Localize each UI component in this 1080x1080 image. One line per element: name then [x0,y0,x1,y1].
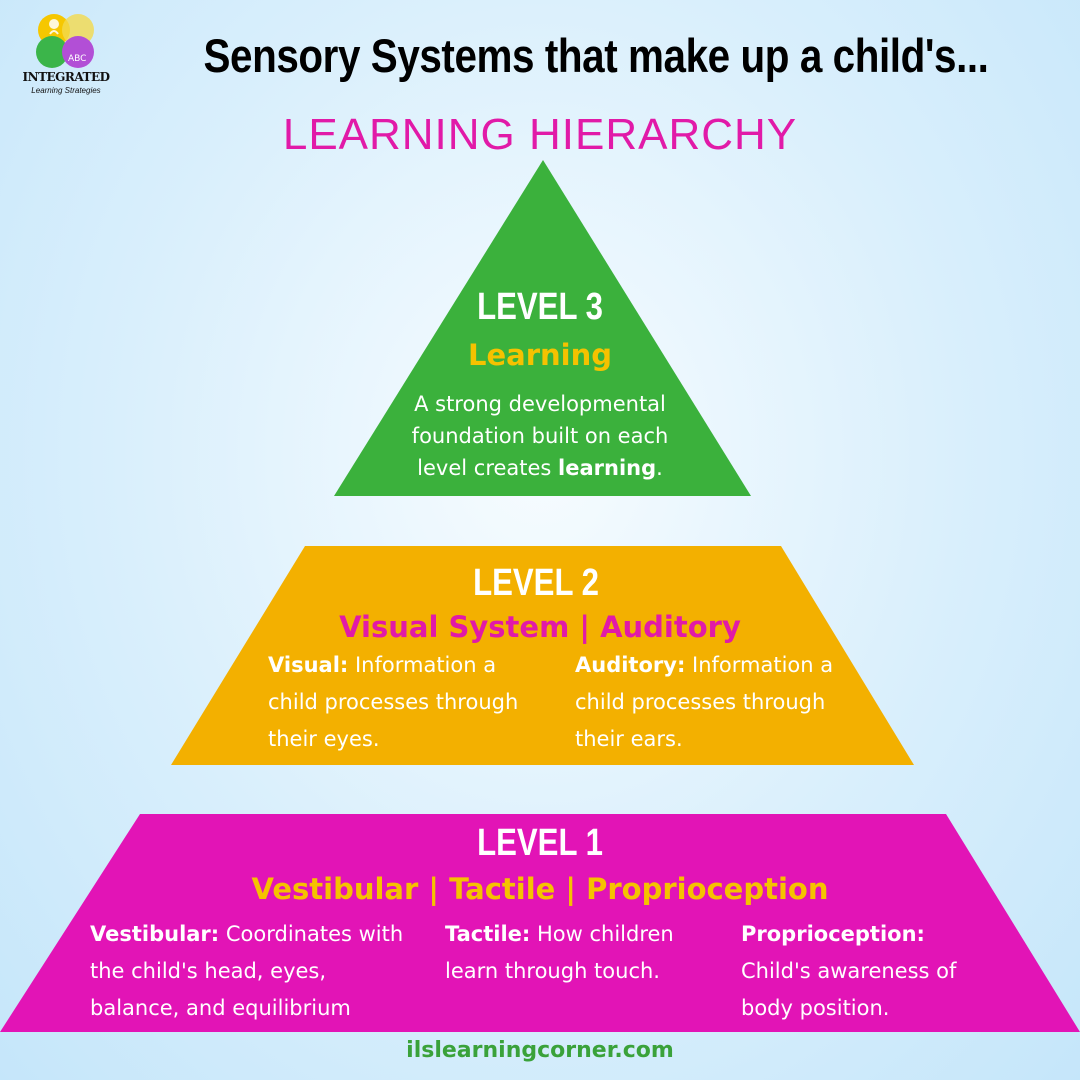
level3-line-3-text: level creates [417,456,559,480]
level1-name: Vestibular | Tactile | Proprioception [251,872,829,906]
brand-logo: ABC INTEGRATED Learning Strategies [12,10,120,100]
logo-tagline: Learning Strategies [31,86,101,95]
level1-trapezoid [0,814,1080,1032]
level2-visual-text: Information a child processes through th… [268,653,519,751]
level1-vestibular-item: Vestibular: Coordinates with the child's… [90,916,415,1027]
level3-bold-word: learning [558,456,657,480]
level3-description: A strong developmental foundation built … [340,388,740,484]
level1-heading: LEVEL 1 [477,822,603,864]
level1-tactile-text: How children learn through touch. [445,922,674,983]
level3-line-3: level creates learning. [340,452,740,484]
level2-name: Visual System | Auditory [339,610,741,644]
level1-tactile-item: Tactile: How children learn through touc… [445,916,715,990]
level1-vestibular-label: Vestibular: [90,922,220,946]
level1-proprioception-text: Child's awareness of body position. [741,959,957,1020]
level2-visual-label: Visual: [268,653,349,677]
level3-line-2: foundation built on each [411,424,669,448]
level2-auditory-label: Auditory: [575,653,686,677]
level3-triangle [334,160,751,496]
level1-proprioception-label: Proprioception: [741,922,925,946]
page-title: Sensory Systems that make up a child's..… [203,29,989,82]
page-subtitle: LEARNING HIERARCHY [282,110,798,159]
integrated-logo-icon [36,14,94,68]
level2-trapezoid [171,546,914,765]
level3-name: Learning [467,338,612,372]
level1-proprioception-item: Proprioception: Child's awareness of bod… [741,916,1001,1027]
level3-heading: LEVEL 3 [477,286,603,328]
level3-line-1: A strong developmental [414,392,666,416]
level2-visual-item: Visual: Information a child processes th… [268,647,548,758]
level2-auditory-text: Information a child processes through th… [575,653,834,751]
level2-heading: LEVEL 2 [473,562,599,604]
level3-end-punct: . [656,456,663,480]
logo-badge: ABC [68,54,87,64]
level1-vestibular-text: Coordinates with the child's head, eyes,… [90,922,404,1020]
level2-auditory-item: Auditory: Information a child processes … [575,647,850,758]
level1-tactile-label: Tactile: [445,922,531,946]
footer-website-link[interactable]: ilslearningcorner.com [406,1038,674,1063]
logo-brand-text: INTEGRATED [22,70,110,84]
